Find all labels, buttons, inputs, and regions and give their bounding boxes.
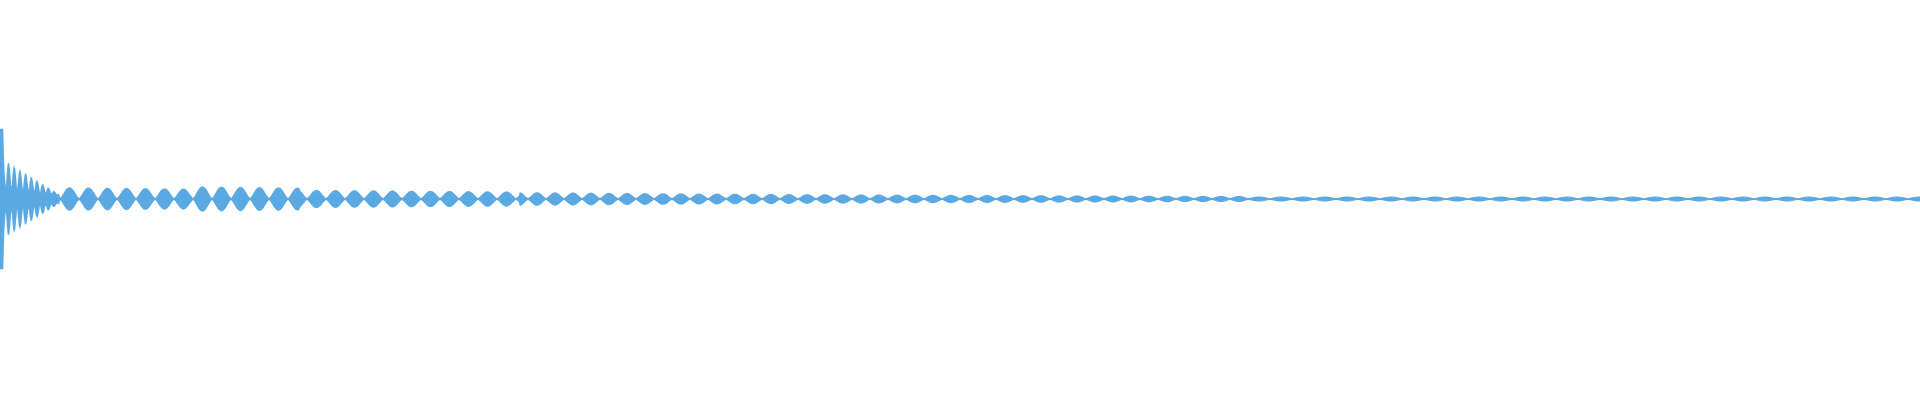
waveform-view[interactable] — [0, 0, 1920, 400]
waveform-canvas[interactable] — [0, 0, 1920, 400]
